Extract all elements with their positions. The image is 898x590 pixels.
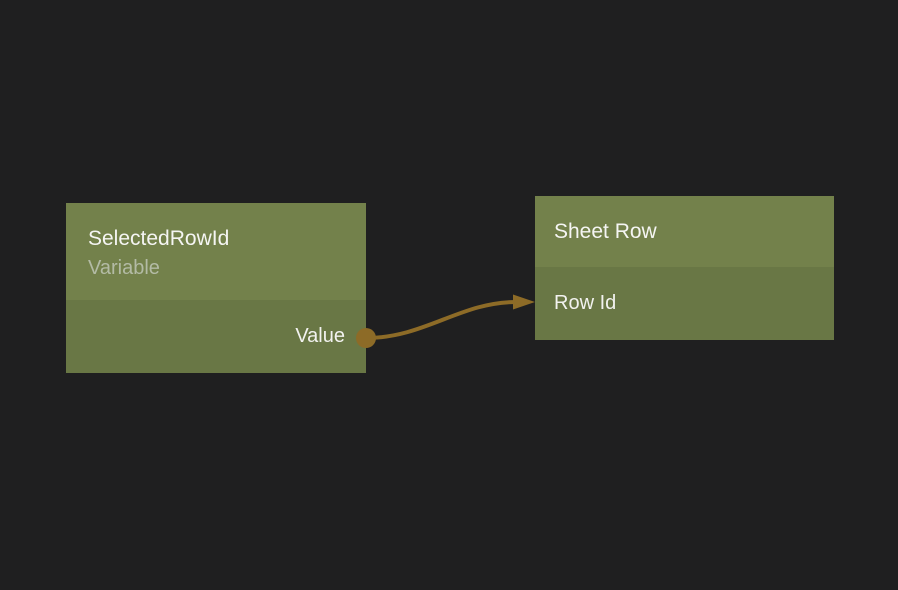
connection-wire[interactable] [364,300,518,340]
node-sheetrow[interactable]: Sheet Row Row Id [535,196,834,340]
output-port-row: Value [66,325,366,348]
node-selectedrowid-body: Value [66,300,366,373]
node-title: SelectedRowId [88,226,230,250]
value-output-port[interactable] [356,328,376,348]
node-selectedrowid-header[interactable]: SelectedRowId Variable [66,203,366,300]
node-title: Sheet Row [554,219,657,243]
node-sheetrow-body: Row Id [535,267,834,340]
node-sheetrow-header[interactable]: Sheet Row [535,196,834,267]
node-selectedrowid[interactable]: SelectedRowId Variable Value [66,203,366,373]
output-port-label: Value [295,325,345,347]
node-subtitle: Variable [88,256,160,279]
input-port-row: Row Id [535,292,834,315]
input-port-label: Row Id [554,292,617,314]
